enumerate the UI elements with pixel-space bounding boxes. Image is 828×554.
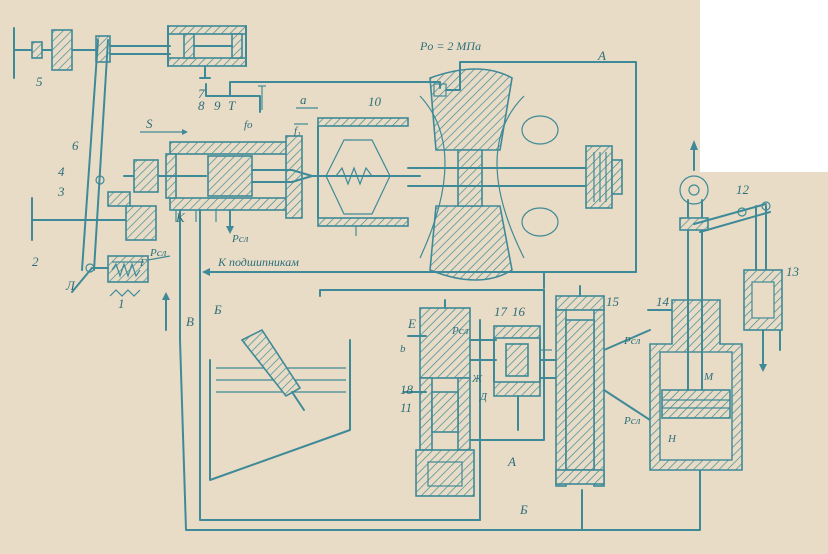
num-4: 4 [58, 164, 65, 179]
num-15: 15 [606, 294, 620, 309]
num-18: 18 [400, 382, 414, 397]
pressure-label: Pо = 2 МПа [419, 39, 481, 53]
drain-label-15-top: Pсл [623, 335, 641, 347]
spool-valve-8-9 [123, 135, 313, 234]
num-6: 6 [72, 138, 79, 153]
num-12: 12 [736, 182, 750, 197]
dimension-marks [140, 85, 318, 135]
label-S: S [146, 116, 153, 131]
label-T: T [228, 98, 236, 113]
label-M: M [703, 371, 714, 383]
servo-1 [71, 255, 171, 331]
num-14: 14 [656, 294, 670, 309]
num-2: 2 [32, 254, 39, 269]
label-a: a [300, 92, 307, 107]
regulator-10 [311, 117, 421, 236]
num-13: 13 [786, 264, 800, 279]
oil-tank [209, 328, 351, 481]
line-B-label: Б [213, 302, 222, 317]
label-N: Н [667, 433, 677, 445]
label-D: Д [479, 391, 488, 403]
num-9: 9 [214, 98, 221, 113]
num-10: 10 [368, 94, 382, 109]
label-b: b [400, 343, 406, 355]
drain-label-18: Pсл [451, 325, 469, 337]
num-11: 11 [400, 400, 412, 415]
num-17: 17 [494, 304, 508, 319]
label-f0: fо [244, 119, 253, 131]
line-B-bottom: Б [519, 502, 528, 517]
valve-16-17 [493, 325, 552, 431]
label-K: К [175, 210, 186, 225]
handwheel-2-assembly [31, 191, 157, 241]
drain-label-servo: Pсл [149, 247, 167, 259]
bearings-label: К подшипникам [217, 255, 299, 269]
label-f1: f₁ [294, 125, 301, 137]
line-A-bottom: A [507, 454, 516, 469]
blank-top-right [700, 0, 828, 172]
num-8: 8 [198, 98, 205, 113]
label-Zh: Ж [471, 373, 483, 385]
label-L: Л [65, 278, 76, 293]
num-7: 7 [198, 86, 205, 101]
num-16: 16 [512, 304, 526, 319]
piston-cylinder-7 [167, 25, 247, 79]
valve-18-11 [403, 299, 497, 497]
line-A-top: A [597, 48, 606, 63]
label-E: E [407, 316, 416, 331]
valve-15 [555, 285, 605, 487]
num-5: 5 [36, 74, 43, 89]
drain-label-spool: Pсл [231, 233, 249, 245]
linkage-12 [679, 201, 771, 271]
num-1: 1 [118, 296, 125, 311]
valve-13 [743, 269, 783, 372]
num-3: 3 [57, 184, 65, 199]
drain-label-15-bottom: Pсл [623, 415, 641, 427]
line-V-label: В [186, 314, 194, 329]
servomotor-14 [649, 140, 743, 471]
label-G: Г [139, 257, 147, 269]
